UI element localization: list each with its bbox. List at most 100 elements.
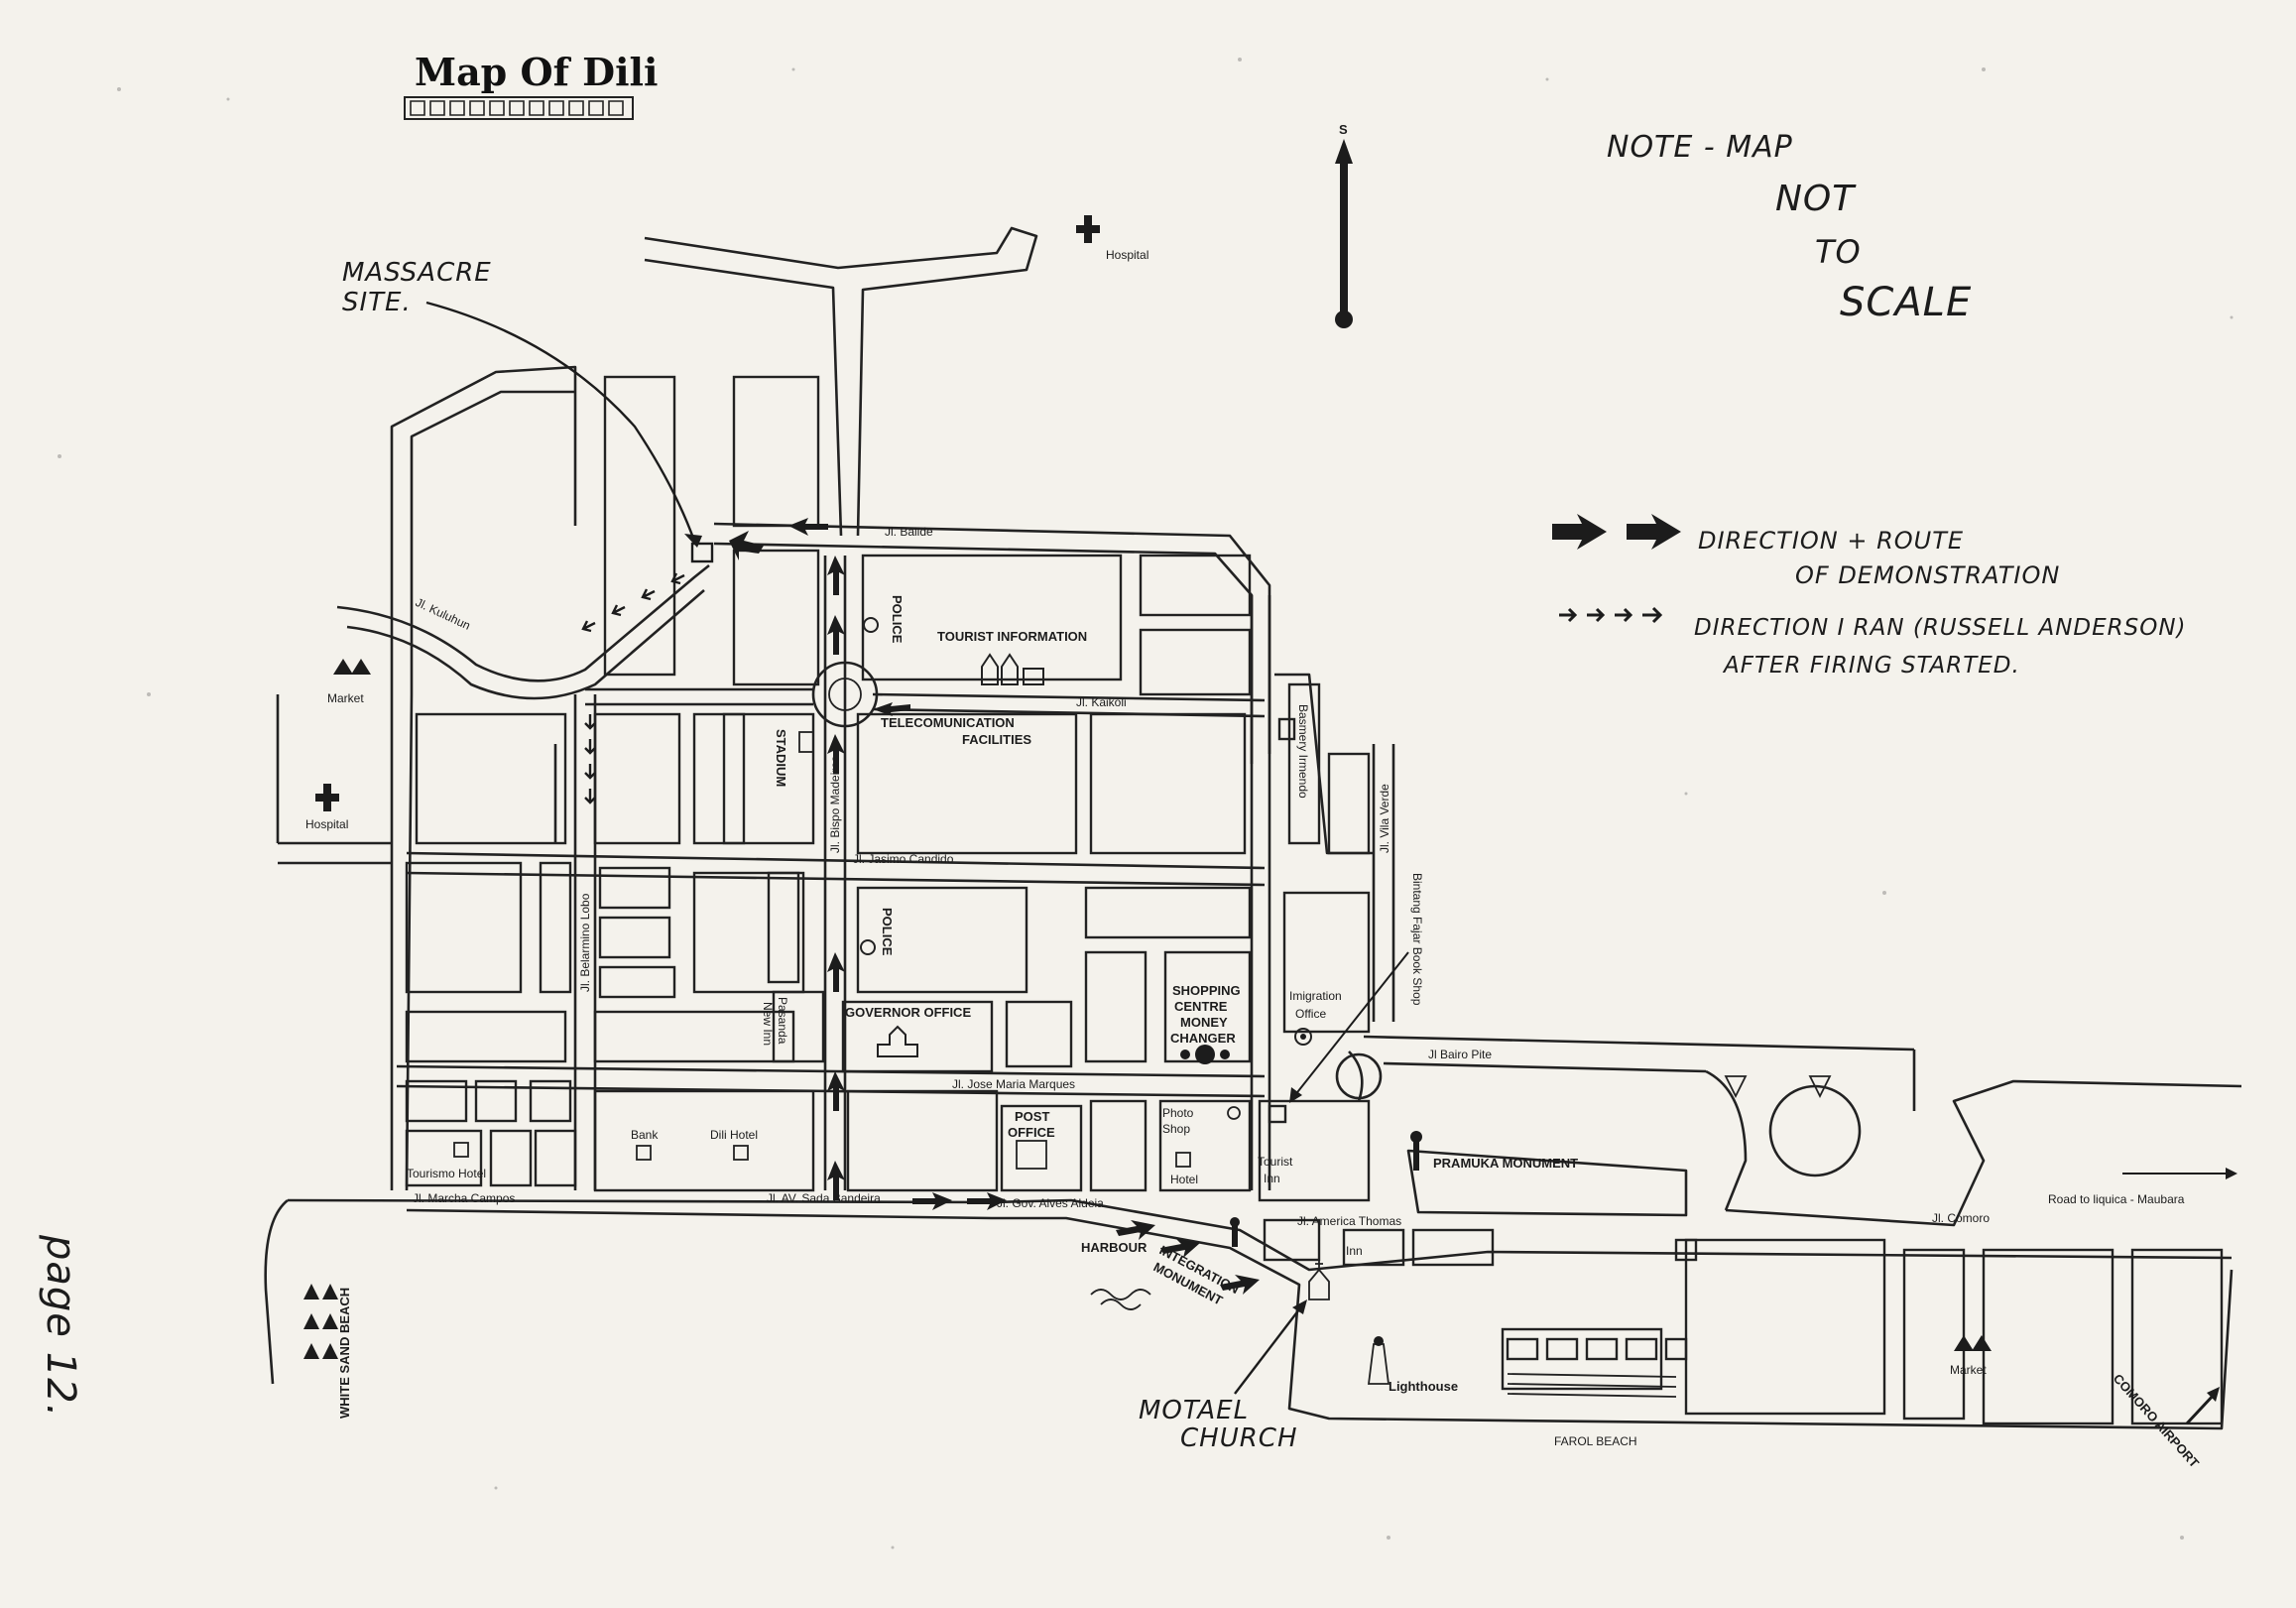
massacre-label-1: MASSACRE: [342, 258, 492, 288]
street-jose-maria: Jl. Jose Maria Marques: [952, 1077, 1075, 1091]
shopping-label-1: SHOPPING: [1172, 983, 1241, 998]
white-sand-beach-label: WHITE SAND BEACH: [337, 1288, 352, 1419]
legend-ran-line-2: AFTER FIRING STARTED.: [1722, 653, 2020, 679]
telecom-label-1: TELECOMUNICATION: [881, 715, 1015, 730]
tourismo-hotel-label: Tourismo Hotel: [407, 1167, 486, 1180]
photo-shop-label-1: Photo: [1162, 1106, 1194, 1120]
hospital-left-label: Hospital: [305, 817, 348, 831]
post-office-icon: [1016, 1140, 1047, 1170]
street-vila-verde: Jl. Vila Verde: [1378, 784, 1391, 853]
note-not-to-scale: NOTE - MAP NOT TO SCALE: [1607, 130, 1972, 325]
photo-shop-icon: [1227, 1106, 1241, 1120]
legend-demo-arrow-icon: [1552, 514, 1681, 550]
note-line-4: SCALE: [1840, 280, 1972, 325]
street-america-thomas: Jl. America Thomas: [1297, 1214, 1401, 1228]
massacre-site-annotation: MASSACRE SITE.: [342, 258, 714, 563]
street-kaikoli: Jl. Kaikoli: [1076, 695, 1127, 709]
market-left-label: Market: [327, 691, 364, 705]
pasanda-label-1: Pasanda: [776, 997, 789, 1045]
map-title-text: Map Of Dili: [415, 50, 658, 94]
legend-demo-line-1: DIRECTION + ROUTE: [1698, 527, 1964, 555]
legend-ran-arrow-icon: [1559, 606, 1663, 624]
street-belarmino: Jl. Belarmino Lobo: [578, 893, 592, 992]
roundabout: [811, 661, 879, 728]
basmery-icon: [1277, 717, 1296, 741]
lighthouse-label: Lighthouse: [1389, 1379, 1458, 1394]
tourist-inn-icon: [1268, 1104, 1287, 1124]
pasanda-label-2: New Inn: [761, 1002, 775, 1046]
market-right-icon: [1954, 1335, 1992, 1351]
stadium-label: STADIUM: [774, 729, 788, 787]
massacre-label-2: SITE.: [342, 288, 412, 317]
demonstration-route-arrows: [729, 518, 1260, 1295]
photo-shop-label-2: Shop: [1162, 1122, 1190, 1136]
shopping-label-4: CHANGER: [1170, 1031, 1236, 1046]
note-line-2: NOT: [1775, 179, 1857, 219]
tourismo-hotel-icon: [453, 1142, 469, 1158]
integration-monument-icon: [1230, 1217, 1240, 1247]
street-balide: Jl. Balide: [885, 525, 933, 539]
city-blocks: [405, 375, 2224, 1425]
bookshop-pointer: [1289, 951, 1409, 1103]
church-icon: [1308, 1260, 1330, 1300]
airport-arrow-icon: [2185, 1387, 2220, 1425]
street-bairo-pite: Jl Bairo Pite: [1428, 1048, 1492, 1061]
north-label: S: [1339, 122, 1348, 137]
north-arrow-icon: S: [1335, 122, 1353, 328]
motael-church-annotation: MOTAEL CHURCH: [1139, 1299, 1307, 1453]
police-mid-label: POLICE: [880, 908, 895, 956]
bank-icon: [636, 1145, 652, 1161]
tourist-inn-label-2: Inn: [1264, 1172, 1280, 1185]
map-title: Map Of Dili: [404, 50, 658, 120]
lighthouse-icon: [1367, 1336, 1390, 1385]
pramuka-monument-icon: [1410, 1131, 1422, 1171]
street-gov-alves: Jl. Gov. Alves Aldeia: [997, 1196, 1104, 1210]
dili-hotel-icon: [733, 1145, 749, 1161]
harbour-label: HARBOUR: [1081, 1240, 1148, 1255]
tourist-inn-label-1: Tourist: [1258, 1155, 1293, 1169]
hotel-label: Hotel: [1170, 1173, 1198, 1186]
imigration-label-2: Office: [1295, 1007, 1326, 1021]
street-bispo: Jl. Bispo Madeiros: [828, 756, 842, 853]
bookshop-label: Bintang Fajar Book Shop: [1410, 873, 1424, 1006]
tourist-info-building-icon: [981, 653, 1044, 685]
hotel-icon: [1175, 1152, 1191, 1168]
hospital-left-icon: [315, 784, 339, 811]
legend-demo-line-2: OF DEMONSTRATION: [1795, 561, 2060, 589]
hospital-top-icon: [1076, 215, 1100, 243]
police-top-label: POLICE: [890, 595, 905, 644]
tourist-info-label: TOURIST INFORMATION: [937, 629, 1087, 644]
ran-route-arrows: [581, 572, 685, 804]
street-kuluhun: Jl. Kuluhun: [414, 595, 473, 633]
shopping-label-3: MONEY: [1180, 1015, 1228, 1030]
page-number: page 12.: [38, 1234, 83, 1418]
massacre-site-icon: [690, 542, 714, 563]
legend-ran-line-1: DIRECTION I RAN (RUSSELL ANDERSON): [1694, 615, 2187, 641]
bank-label: Bank: [631, 1128, 659, 1142]
right-roundabout: [1335, 1052, 1862, 1177]
road-to-liquica-label: Road to liquica - Maubara: [2048, 1192, 2185, 1206]
telecom-label-2: FACILITIES: [962, 732, 1031, 747]
street-marcha-campos: Jl. Marcha Campos: [413, 1191, 515, 1205]
governor-office-building-icon: [877, 1025, 918, 1057]
scan-noise: [58, 58, 2234, 1549]
note-line-3: TO: [1815, 233, 1862, 271]
note-line-1: NOTE - MAP: [1607, 130, 1793, 165]
shopping-label-2: CENTRE: [1174, 999, 1228, 1014]
market-right-label: Market: [1950, 1363, 1987, 1377]
imigration-office-icon: [1294, 1028, 1312, 1046]
hospital-top-label: Hospital: [1106, 248, 1148, 262]
farol-beach-label: FAROL BEACH: [1554, 1434, 1637, 1448]
dili-hotel-label: Dili Hotel: [710, 1128, 758, 1142]
church-label-1: MOTAEL: [1139, 1396, 1249, 1425]
street-jasimo: Jl. Jasimo Candido: [853, 852, 954, 866]
police-mid-icon: [860, 939, 876, 955]
shopping-centre-icon: [1180, 1045, 1230, 1064]
basmery-label: Basmery Irmendo: [1296, 704, 1310, 799]
street-labels: Jl. Balide Jl. Kuluhun Jl. Kaikoli Jl. J…: [413, 525, 1990, 1228]
pramuka-monument-label: PRAMUKA MONUMENT: [1433, 1156, 1578, 1171]
post-office-label-2: OFFICE: [1008, 1125, 1055, 1140]
legend: DIRECTION + ROUTE OF DEMONSTRATION DIREC…: [1552, 514, 2187, 679]
